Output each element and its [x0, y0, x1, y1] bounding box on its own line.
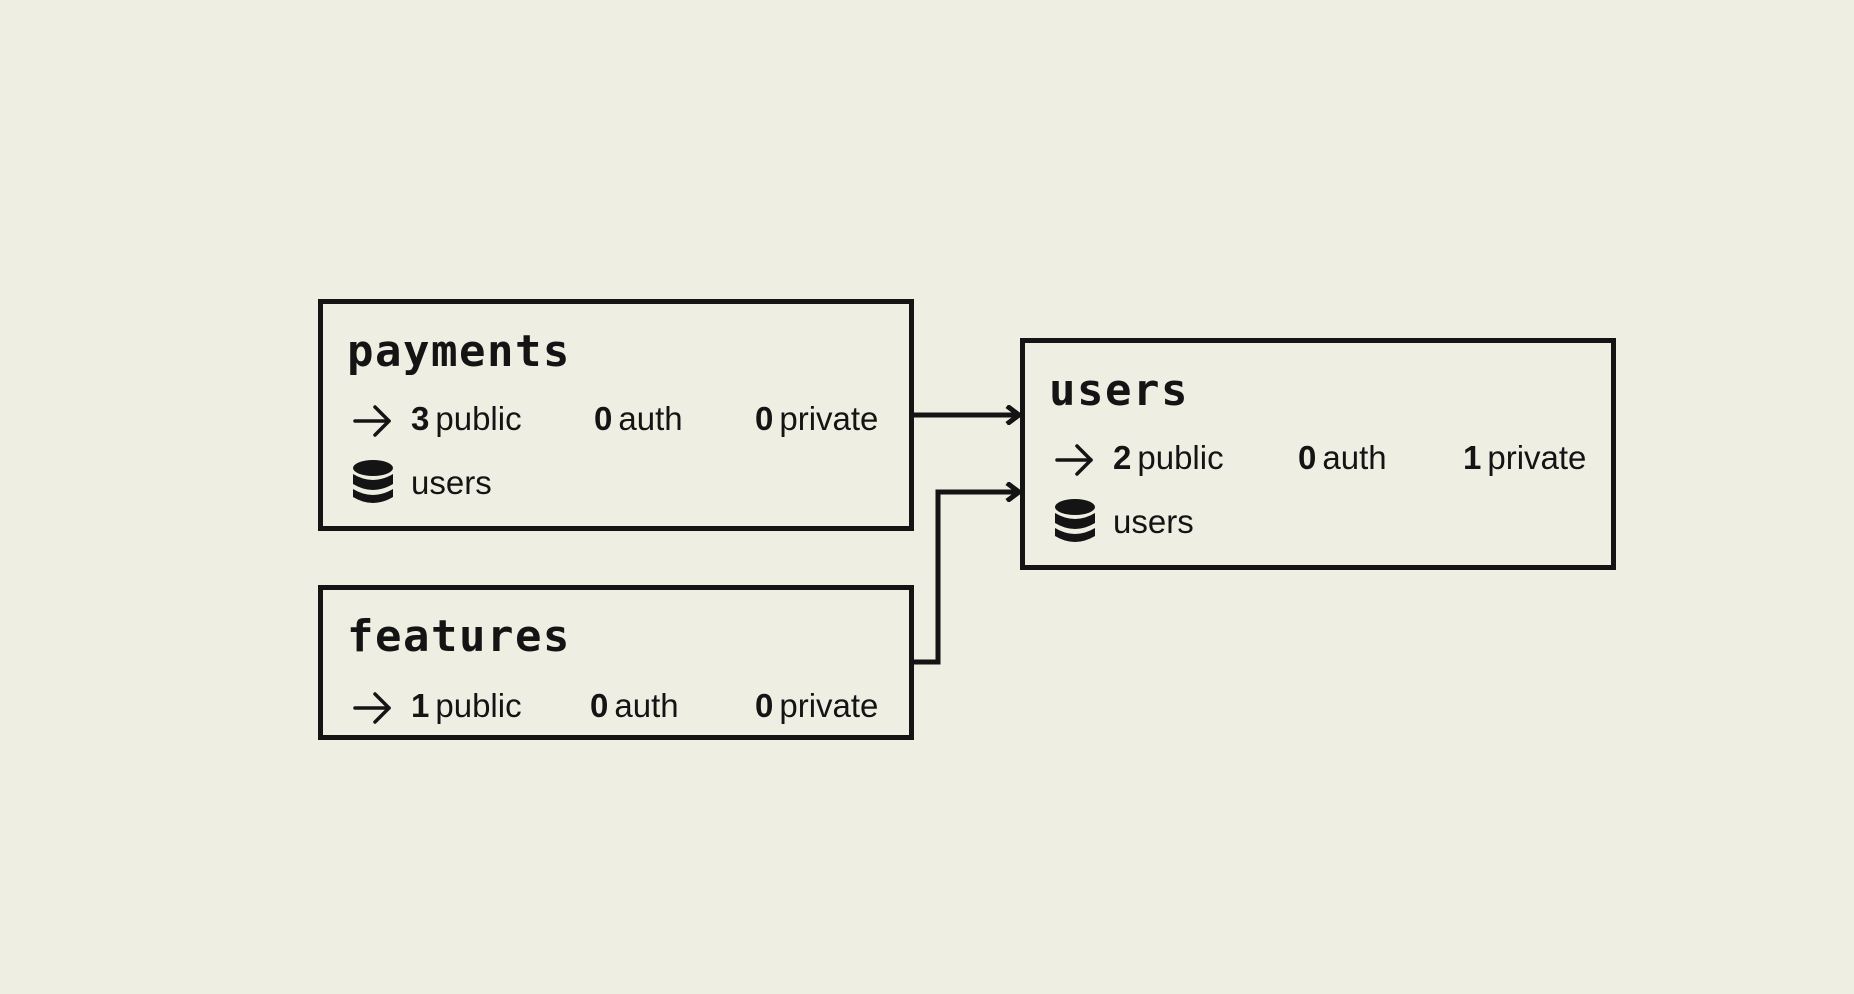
- auth-endpoints-label: auth: [618, 400, 683, 437]
- database-name: users: [1113, 503, 1194, 540]
- arrow-right-icon: [353, 405, 391, 437]
- private-endpoints-label: private: [779, 687, 879, 724]
- auth-endpoints-count: 0: [590, 687, 609, 724]
- public-endpoints-label: public: [435, 687, 522, 724]
- public-endpoints-count: 2: [1113, 439, 1132, 476]
- service-name: features: [347, 611, 571, 662]
- auth-endpoints-count: 0: [1298, 439, 1317, 476]
- service-name: payments: [347, 326, 571, 377]
- database-name: users: [411, 464, 492, 501]
- private-endpoints-label: private: [779, 400, 879, 437]
- public-endpoints-count: 1: [411, 687, 430, 724]
- private-endpoints-count: 0: [755, 687, 774, 724]
- private-endpoints-count: 1: [1463, 439, 1482, 476]
- auth-endpoints-count: 0: [594, 400, 613, 437]
- auth-endpoints-label: auth: [614, 687, 679, 724]
- public-endpoints-label: public: [1137, 439, 1224, 476]
- service-name: users: [1049, 365, 1189, 416]
- database-row: users: [1025, 495, 1611, 549]
- private-endpoints-label: private: [1487, 439, 1587, 476]
- database-row: users: [323, 456, 909, 510]
- public-endpoints-count: 3: [411, 400, 430, 437]
- auth-endpoints-label: auth: [1322, 439, 1387, 476]
- arrow-right-icon: [353, 692, 391, 724]
- arrow-right-icon: [1055, 444, 1093, 476]
- private-endpoints-count: 0: [755, 400, 774, 437]
- edge-features-to-users: [912, 492, 1019, 665]
- database-icon: [1055, 499, 1095, 542]
- database-icon: [353, 460, 393, 503]
- public-endpoints-label: public: [435, 400, 522, 437]
